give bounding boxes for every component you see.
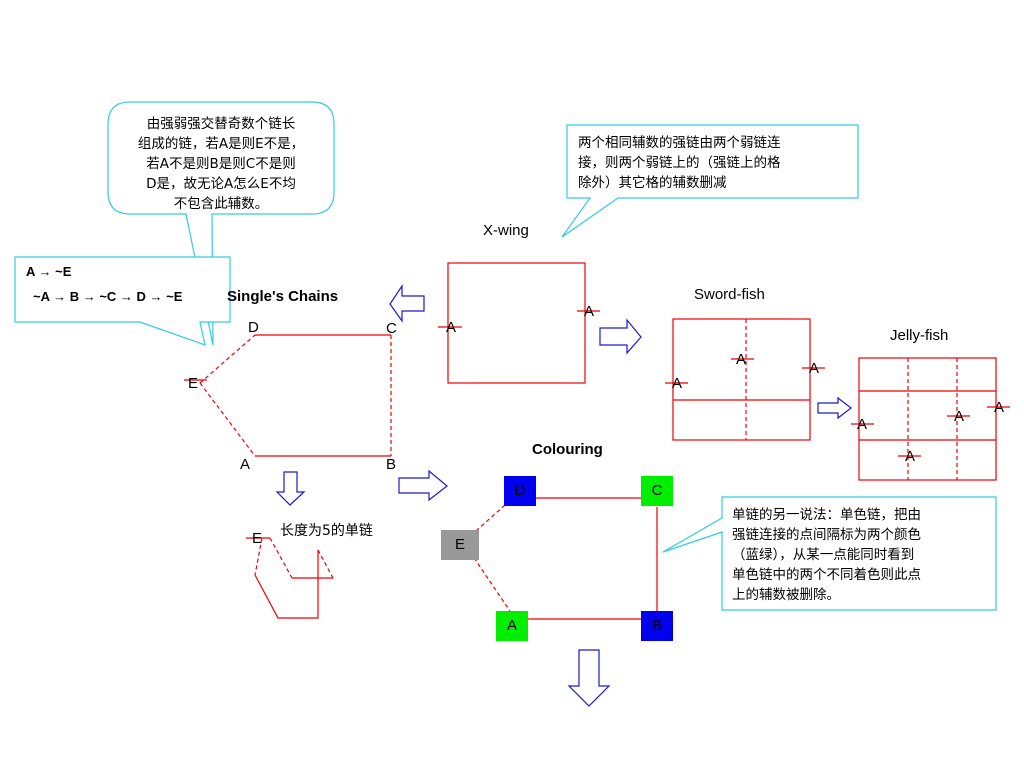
xwing-title: X-wing xyxy=(483,222,529,239)
node-label-b: B xyxy=(386,456,397,473)
candidate-mark: A xyxy=(584,303,595,320)
colour-callout-text: 单链的另一说法：单色链，把由 强链连接的点间隔标为两个颜色 （蓝绿），从某一点能… xyxy=(732,507,921,603)
arrow-down-icon xyxy=(275,471,306,506)
colouring-title: Colouring xyxy=(532,441,603,458)
xwing-grid xyxy=(438,262,600,384)
chain-link-e-d xyxy=(199,334,256,384)
candidate-mark: A xyxy=(994,399,1005,416)
node-label-c: C xyxy=(386,320,397,337)
jellyfish-title: Jelly-fish xyxy=(890,327,949,344)
xwing-callout-text: 两个相同辅数的强链由两个弱链连 接，则两个弱链上的（强链上的格 除外）其它格的辅… xyxy=(578,135,781,191)
single-chains-title: Single's Chains xyxy=(227,288,339,305)
arrow-left-icon xyxy=(389,284,425,323)
flow-arrows xyxy=(275,284,852,707)
colouring-links xyxy=(449,497,658,620)
colour-node-d: D xyxy=(504,476,536,506)
colour-node-e: E xyxy=(441,530,479,560)
node-label-a: A xyxy=(240,456,251,473)
logic-callout-box xyxy=(14,256,231,346)
colour-node-c: C xyxy=(641,476,673,506)
colour-node-a: A xyxy=(496,611,528,641)
candidate-mark: A xyxy=(905,448,916,465)
small-chain-graph xyxy=(246,537,334,619)
candidate-mark: A xyxy=(809,360,820,377)
candidate-mark: A xyxy=(857,416,868,433)
arrow-down-icon xyxy=(567,649,611,707)
candidate-mark: A xyxy=(736,351,747,368)
single-chain-callout-text: 由强弱强交替奇数个链长 组成的链，若A是则E不是， 若A不是则B是则C不是则 D… xyxy=(137,116,305,212)
arrow-right-icon xyxy=(599,318,642,355)
colour-callout-box xyxy=(662,496,997,611)
jellyfish-grid xyxy=(851,357,1010,481)
xwing-callout-box xyxy=(561,124,859,238)
single-chain-graph xyxy=(184,334,392,457)
candidate-mark: A xyxy=(446,319,457,336)
chain-length-label: 长度为5的单链 xyxy=(280,523,373,539)
candidate-mark: A xyxy=(954,408,965,425)
arrow-right-icon xyxy=(817,396,852,420)
swordfish-title: Sword-fish xyxy=(694,286,765,303)
candidate-mark: A xyxy=(672,375,683,392)
small-chain-node-label: E xyxy=(252,530,263,547)
colour-node-b: B xyxy=(641,611,673,641)
logic-line-1: A → ~E xyxy=(26,264,72,279)
swordfish-grid xyxy=(665,318,825,441)
node-label-e: E xyxy=(188,375,199,392)
node-label-d: D xyxy=(248,319,259,336)
arrow-right-icon xyxy=(398,469,448,502)
chain-link-e-a xyxy=(199,382,256,457)
logic-line-2: ~A → B → ~C → D → ~E xyxy=(33,289,183,304)
